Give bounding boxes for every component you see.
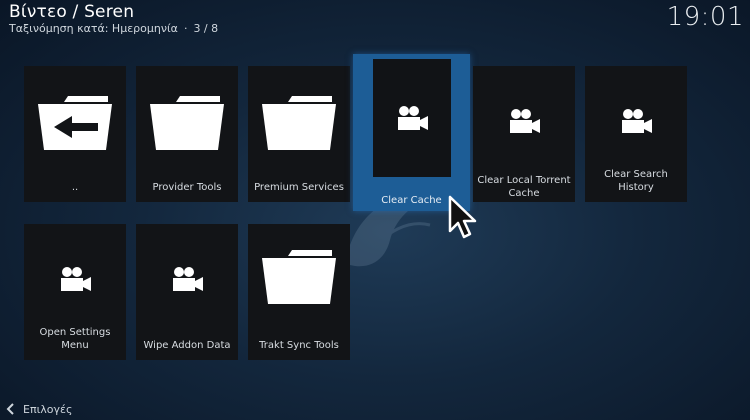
options-button[interactable]: Επιλογές — [4, 402, 72, 416]
camera-icon — [398, 106, 428, 130]
tile-trakt-sync-tools[interactable]: Trakt Sync Tools — [248, 224, 350, 360]
tile-provider-tools[interactable]: Provider Tools — [136, 66, 238, 202]
tile-label: Clear Local Torrent Cache — [477, 175, 571, 199]
separator: · — [183, 22, 188, 35]
page-title: Βίντεο / Seren — [9, 2, 135, 22]
folder-icon — [262, 250, 336, 304]
tile-wipe-addon-data[interactable]: Wipe Addon Data — [136, 224, 238, 360]
options-label: Επιλογές — [23, 402, 73, 416]
header: Βίντεο / Seren Ταξινόμηση κατά: Ημερομην… — [9, 3, 218, 36]
tile-label: Trakt Sync Tools — [259, 340, 339, 351]
mouse-pointer-icon — [448, 195, 477, 239]
tile-label: Premium Services — [254, 182, 344, 193]
tile-premium-services[interactable]: Premium Services — [248, 66, 350, 202]
tile-clear-search-history[interactable]: Clear Search History — [585, 66, 687, 202]
tile-thumbnail — [373, 59, 451, 177]
clock: 19:01 — [666, 2, 744, 32]
sort-label: Ταξινόμηση κατά: Ημερομηνία — [9, 22, 178, 35]
tile-clear-local-torrent-cache[interactable]: Clear Local Torrent Cache — [473, 66, 575, 202]
sort-info: Ταξινόμηση κατά: Ημερομηνία · 3 / 8 — [9, 22, 218, 36]
tile-clear-cache[interactable]: Clear Cache — [353, 54, 470, 211]
tile-open-settings-menu[interactable]: Open Settings Menu — [24, 224, 126, 360]
camera-icon — [61, 267, 91, 291]
tile-label: Open Settings Menu — [39, 327, 111, 351]
folder-icon — [150, 96, 224, 150]
folder-icon — [262, 96, 336, 150]
tile-label: Provider Tools — [152, 182, 222, 193]
chevron-left-icon — [6, 403, 14, 415]
camera-icon — [510, 109, 540, 133]
tile-label: Wipe Addon Data — [143, 340, 231, 351]
tile-label: .. — [71, 182, 79, 193]
item-position: 3 / 8 — [193, 22, 219, 35]
back-folder-icon — [38, 96, 112, 150]
tile-label: Clear Search History — [604, 169, 668, 193]
camera-icon — [622, 109, 652, 133]
tile-label: Clear Cache — [381, 195, 442, 206]
camera-icon — [173, 267, 203, 291]
tile-parent-folder[interactable]: .. — [24, 66, 126, 202]
